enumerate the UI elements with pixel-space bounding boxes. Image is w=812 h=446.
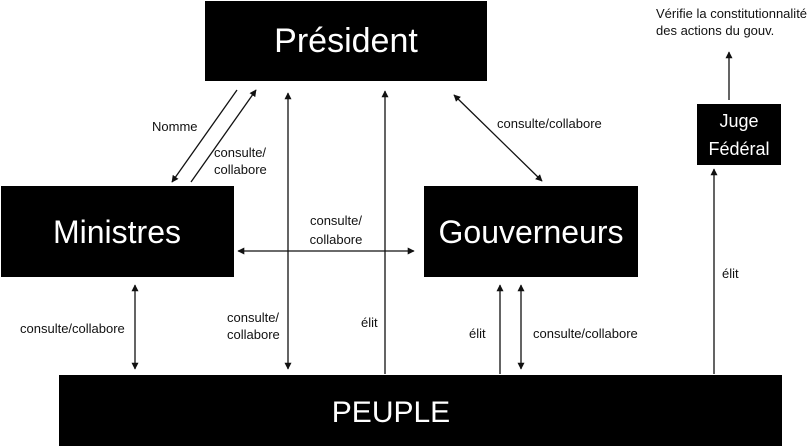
peuple-juge-elit-label: élit bbox=[722, 266, 739, 281]
juge-label-line1: Juge bbox=[719, 111, 758, 131]
pres-gouv-consulte-label: consulte/collabore bbox=[497, 116, 602, 131]
min-gouv-consulte-label-1: consulte/ bbox=[310, 213, 362, 228]
gouverneurs-label: Gouverneurs bbox=[439, 214, 624, 250]
peuple-label: PEUPLE bbox=[332, 396, 450, 429]
peuple-box bbox=[59, 375, 782, 446]
pres-peuple-consulte-label-2: collabore bbox=[227, 327, 280, 342]
peuple-pres-elit-label: élit bbox=[361, 315, 378, 330]
president-node: Président bbox=[205, 1, 487, 81]
juge-verifie-label-1: Vérifie la constitutionnalité bbox=[656, 6, 807, 21]
gouverneurs-node: Gouverneurs bbox=[424, 186, 638, 277]
president-gouverneurs-arrow bbox=[453, 94, 543, 182]
pres-min-consulte-label-1: consulte/ bbox=[214, 145, 266, 160]
juge-label-line2: Fédéral bbox=[708, 139, 769, 159]
president-label: Président bbox=[274, 22, 418, 60]
ministres-box bbox=[1, 186, 234, 277]
gouv-peuple-consulte-label: consulte/collabore bbox=[533, 326, 638, 341]
min-gouv-consulte-label-2: collabore bbox=[310, 232, 363, 247]
min-peuple-consulte-label: consulte/collabore bbox=[20, 321, 125, 336]
peuple-node: PEUPLE bbox=[59, 375, 782, 446]
ministres-node: Ministres bbox=[1, 186, 234, 277]
ministres-to-president-consulte-arrow bbox=[190, 89, 257, 183]
juge-verifie-label-2: des actions du gouv. bbox=[656, 23, 774, 38]
juge-node: Juge Fédéral bbox=[697, 104, 781, 165]
peuple-gouv-elit-label: élit bbox=[469, 326, 486, 341]
ministres-label: Ministres bbox=[53, 214, 181, 250]
president-to-ministres-nomme-arrow bbox=[171, 89, 238, 183]
president-box bbox=[205, 1, 487, 81]
juge-box bbox=[697, 104, 781, 165]
pres-peuple-consulte-label-1: consulte/ bbox=[227, 310, 279, 325]
nomme-label: Nomme bbox=[152, 119, 198, 134]
pres-min-consulte-label-2: collabore bbox=[214, 162, 267, 177]
gouverneurs-box bbox=[424, 186, 638, 277]
